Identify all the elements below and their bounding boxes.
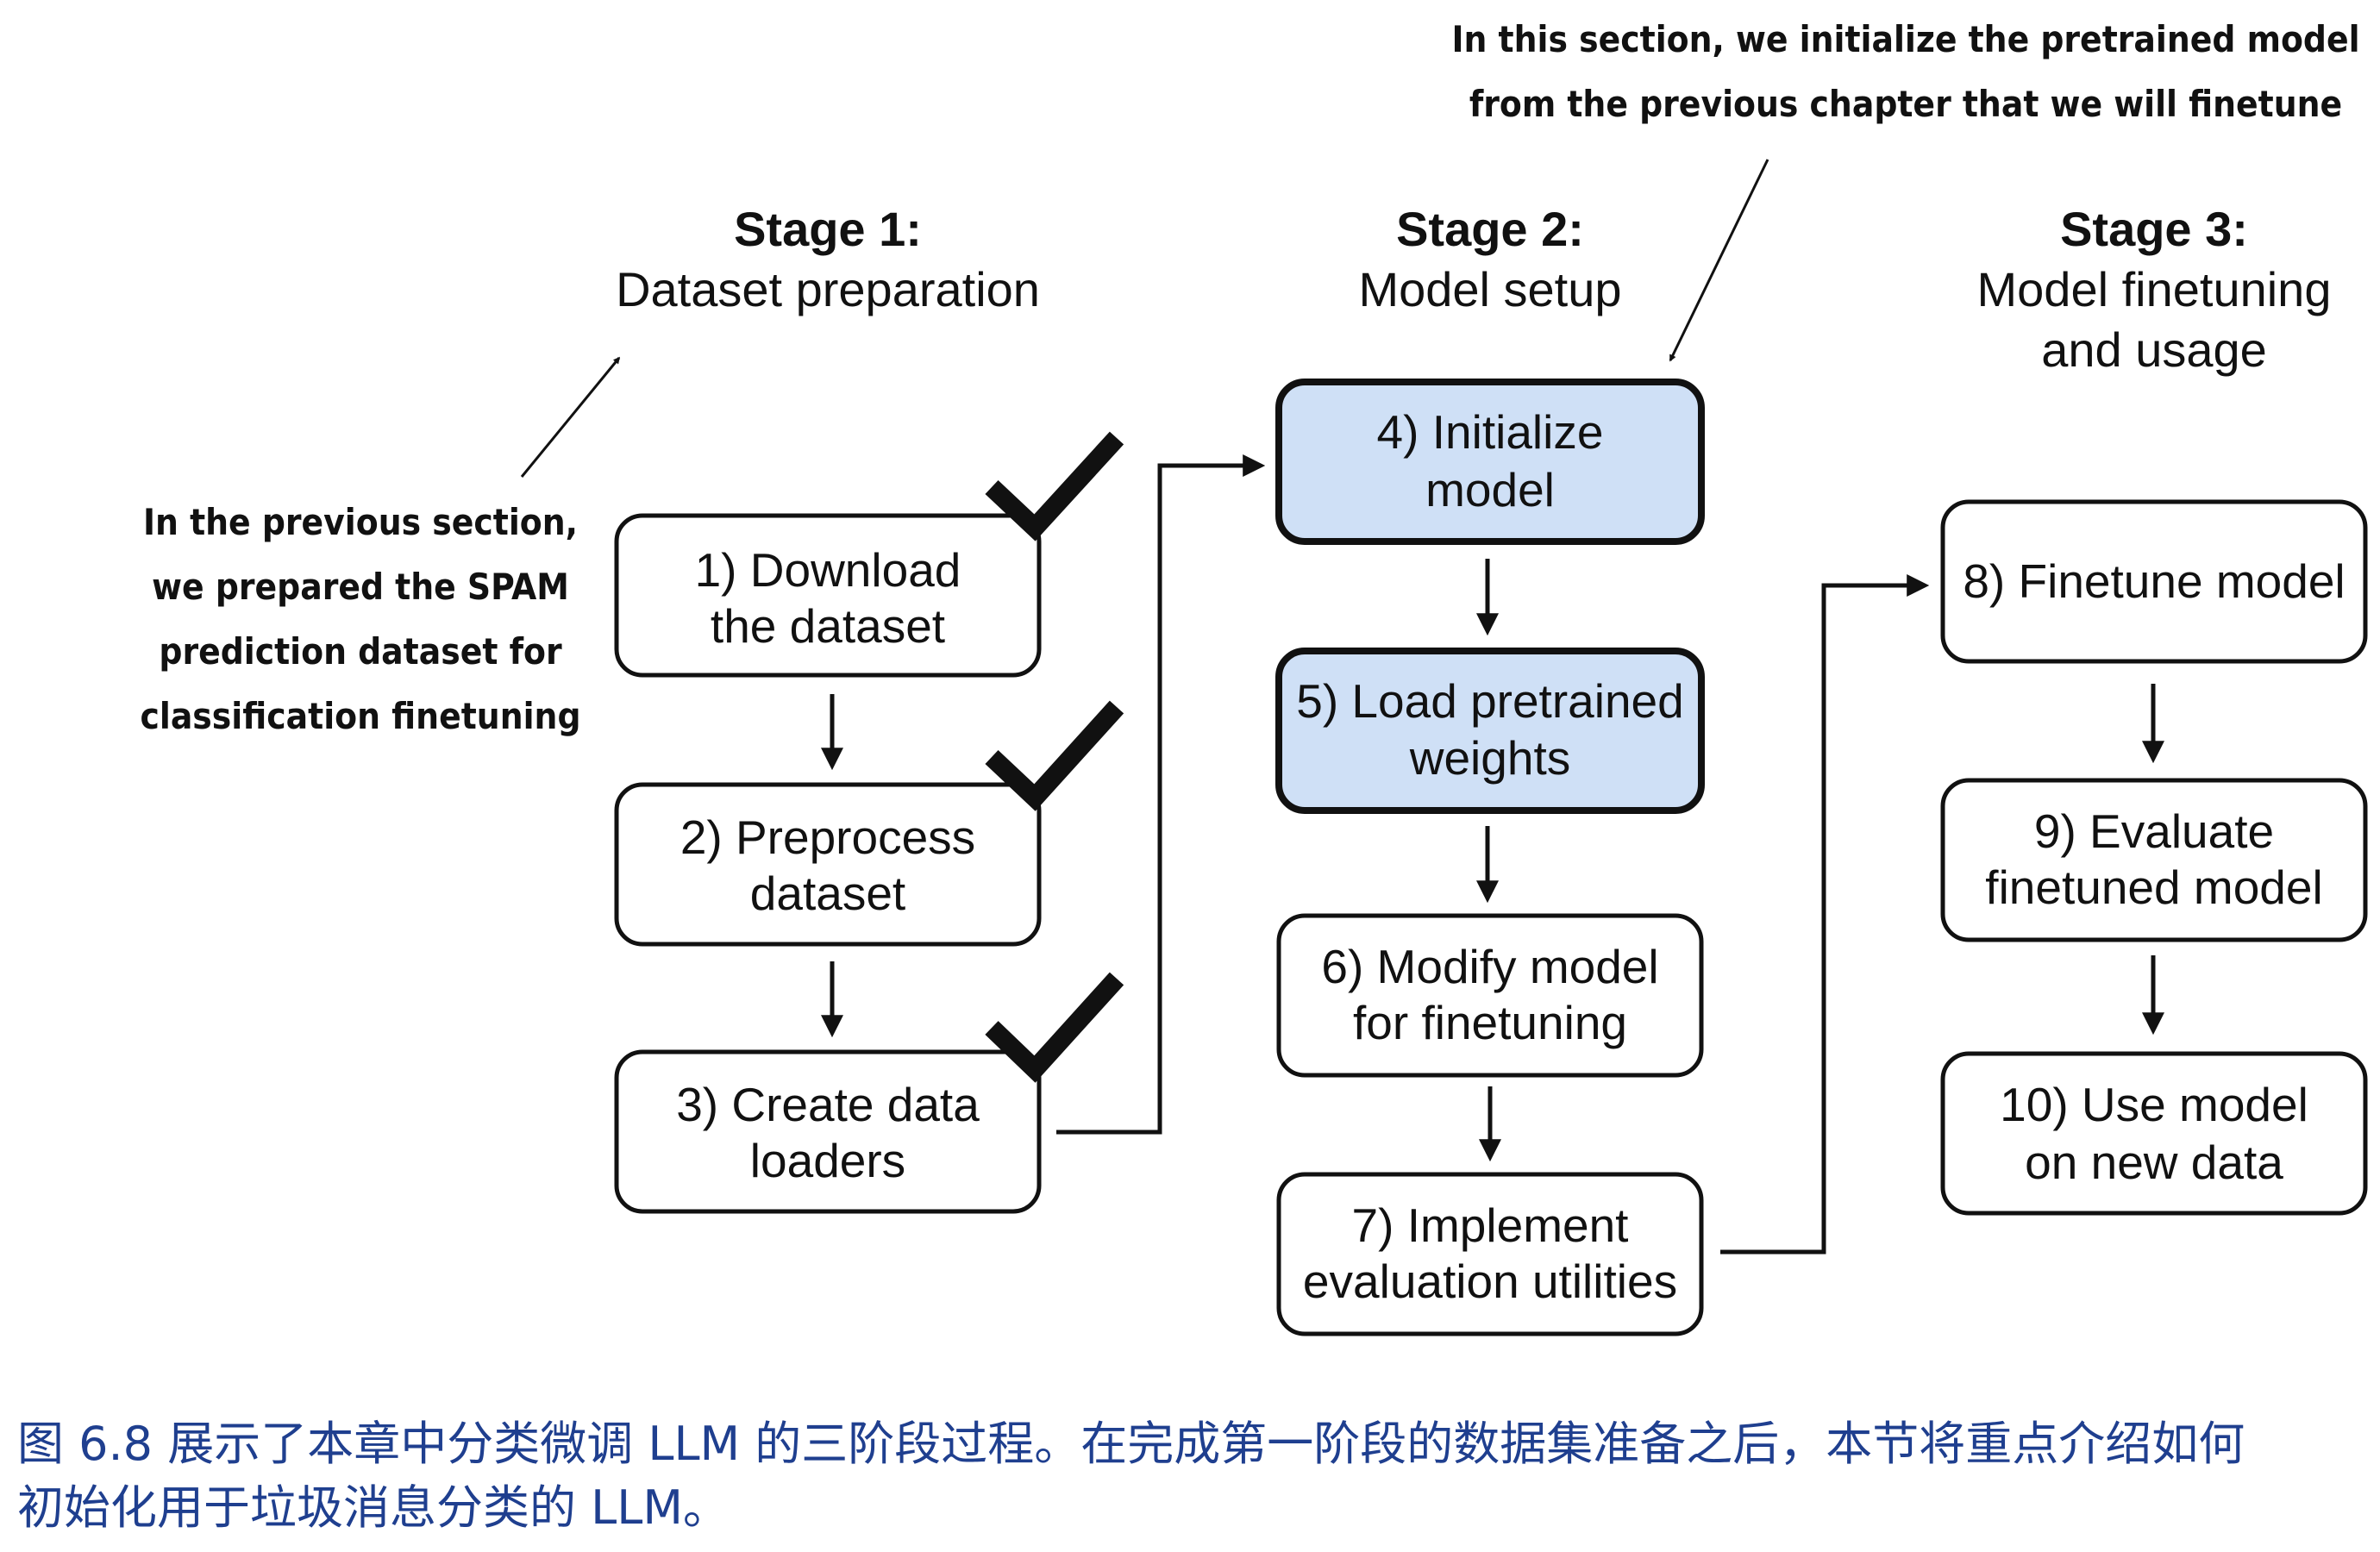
- step-box-10: 10) Use model on new data: [1940, 1051, 2368, 1216]
- stage-1-heading: Stage 1: Dataset preparation: [616, 202, 1040, 316]
- step-box-6: 6) Modify model for finetuning: [1276, 913, 1704, 1078]
- step-box-2: 2) Preprocess dataset: [614, 782, 1042, 947]
- stage-1-title: Stage 1:: [734, 202, 922, 256]
- stage-1-subtitle: Dataset preparation: [616, 262, 1040, 316]
- step-2-line1: 2) Preprocess: [680, 810, 975, 864]
- stage-2-subtitle: Model setup: [1358, 262, 1621, 316]
- step-2-line2: dataset: [750, 867, 905, 920]
- step-1-line2: the dataset: [711, 599, 945, 653]
- caption-line2: 初始化用于垃圾消息分类的 LLM。: [17, 1480, 730, 1535]
- step-3-line1: 3) Create data: [676, 1078, 980, 1131]
- check-icon: [985, 972, 1124, 1083]
- check-icon: [985, 700, 1124, 811]
- step-4-line2: model: [1425, 463, 1555, 516]
- step-5-line2: weights: [1409, 731, 1570, 785]
- step-9-line2: finetuned model: [1985, 860, 2322, 914]
- caption-line1: 图 6.8 展示了本章中分类微调 LLM 的三阶段过程。在完成第一阶段的数据集准…: [17, 1417, 2245, 1471]
- step-9-line1: 9) Evaluate: [2034, 804, 2274, 858]
- step-1-line1: 1) Download: [695, 543, 961, 597]
- step-7-line1: 7) Implement: [1352, 1198, 1629, 1252]
- current-note-line2: from the previous chapter that we will f…: [1469, 83, 2342, 125]
- stage-2-title: Stage 2:: [1396, 202, 1584, 256]
- step-10-line2: on new data: [2025, 1136, 2283, 1189]
- step-box-4: 4) Initialize model: [1275, 379, 1705, 545]
- step-box-3: 3) Create data loaders: [614, 1049, 1042, 1214]
- stage-3-subtitle-line2: and usage: [2041, 322, 2267, 377]
- current-section-note: In this section, we initialize the pretr…: [1451, 18, 2359, 125]
- current-note-line1: In this section, we initialize the pretr…: [1451, 18, 2359, 60]
- arrow-stage2-to-stage3: [1720, 574, 1930, 1255]
- step-3-line2: loaders: [750, 1134, 905, 1187]
- previous-note-line3: prediction dataset for: [159, 630, 562, 673]
- step-8-line1: 8) Finetune model: [1963, 554, 2345, 608]
- step-box-8: 8) Finetune model: [1940, 499, 2368, 664]
- previous-section-note: In the previous section, we prepared the…: [140, 501, 580, 737]
- previous-note-line2: we prepared the SPAM: [152, 566, 569, 608]
- step-6-line2: for finetuning: [1353, 996, 1627, 1049]
- step-box-5: 5) Load pretrained weights: [1275, 648, 1705, 814]
- arrow-stage1-to-stage2: [1056, 454, 1266, 1135]
- step-5-line1: 5) Load pretrained: [1296, 674, 1683, 728]
- figure-caption: 图 6.8 展示了本章中分类微调 LLM 的三阶段过程。在完成第一阶段的数据集准…: [17, 1412, 2346, 1540]
- step-7-line2: evaluation utilities: [1303, 1255, 1677, 1308]
- check-icon: [985, 431, 1124, 541]
- step-box-7: 7) Implement evaluation utilities: [1276, 1172, 1704, 1336]
- step-10-line1: 10) Use model: [2000, 1078, 2308, 1131]
- done-marks: [985, 431, 1124, 1083]
- previous-note-line1: In the previous section,: [143, 501, 578, 543]
- stage-3-subtitle-line1: Model finetuning: [1977, 262, 2332, 316]
- diagram-canvas: Stage 1: Dataset preparation Stage 2: Mo…: [140, 18, 2368, 1336]
- pointer-previous-note: [520, 356, 621, 478]
- stage-3-heading: Stage 3: Model finetuning and usage: [1977, 202, 2332, 377]
- step-box-9: 9) Evaluate finetuned model: [1940, 778, 2368, 942]
- flow-arrows: [520, 159, 2164, 1255]
- step-4-line1: 4) Initialize: [1377, 405, 1604, 459]
- stage-3-title: Stage 3:: [2060, 202, 2248, 256]
- pointer-current-note: [1669, 159, 1769, 362]
- stage-2-heading: Stage 2: Model setup: [1358, 202, 1621, 316]
- step-box-1: 1) Download the dataset: [614, 513, 1042, 678]
- step-6-line1: 6) Modify model: [1321, 940, 1658, 993]
- previous-note-line4: classification finetuning: [140, 695, 580, 737]
